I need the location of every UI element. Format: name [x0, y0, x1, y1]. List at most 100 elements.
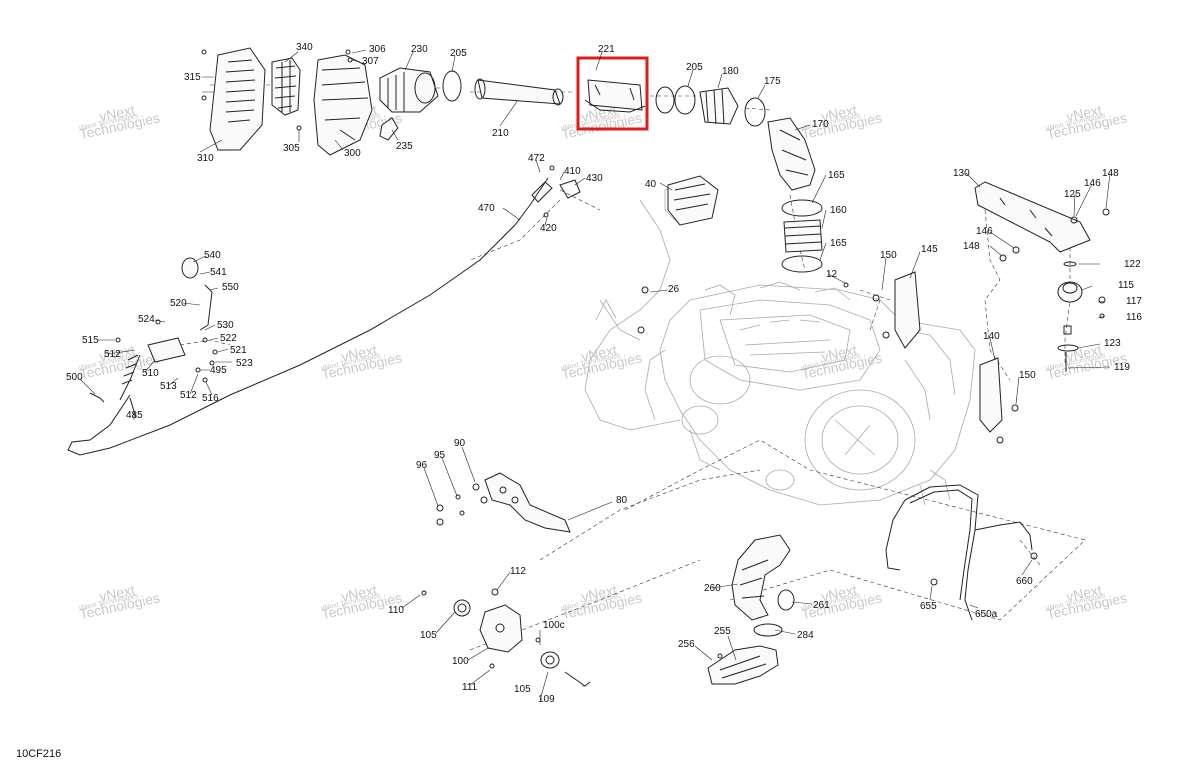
callout-label: 122 [1124, 259, 1141, 270]
callout-label: 112 [510, 566, 526, 577]
callout-label: 307 [362, 56, 379, 67]
callout-label: 100c [543, 620, 565, 631]
callout-label: 160 [830, 205, 847, 216]
svg-text:vNext: vNext [580, 582, 618, 605]
clamp-ring [781, 255, 823, 273]
callout-label: 523 [236, 358, 253, 369]
module-40 [667, 175, 719, 226]
callout-label: 300 [344, 148, 361, 159]
clamp-ring [744, 97, 766, 127]
callout-label: 123 [1104, 338, 1121, 349]
callout-label: 655 [920, 601, 937, 612]
callout-label: 256 [678, 639, 695, 650]
callout-label: 495 [210, 365, 227, 376]
callout-labels: 315 340 306 307 230 205 221 205 180 175 … [66, 42, 1142, 705]
callout-label: 255 [714, 626, 731, 637]
clamp-ring [442, 70, 462, 102]
svg-text:vNext: vNext [580, 342, 618, 365]
svg-text:vNext: vNext [340, 582, 378, 605]
svg-text:vNext: vNext [820, 582, 858, 605]
callout-label: 165 [830, 238, 847, 249]
air-box-cover [209, 47, 266, 151]
assembly-lines [179, 84, 1086, 651]
callout-label: 550 [222, 282, 239, 293]
callout-label: 125 [1064, 189, 1081, 200]
bracket [379, 117, 399, 141]
callout-label: 110 [388, 605, 404, 616]
leader-lines [79, 49, 1111, 701]
callout-label: 80 [616, 495, 628, 506]
callout-label: 130 [953, 168, 970, 179]
clamp-ring [781, 199, 823, 217]
svg-text:vNext: vNext [580, 102, 618, 125]
svg-text:vNext: vNext [1065, 582, 1103, 605]
callout-label: 105 [420, 630, 437, 641]
callout-label: 210 [492, 128, 509, 139]
callout-label: 235 [396, 141, 413, 152]
callout-label: 140 [983, 331, 1000, 342]
callout-label: 522 [220, 333, 237, 344]
callout-label: 146 [1084, 178, 1101, 189]
callout-label: 115 [1118, 280, 1134, 291]
air-intake-group [201, 47, 823, 273]
callout-label: 512 [180, 390, 197, 401]
callout-label: 117 [1126, 296, 1142, 307]
pedal-bracket [436, 472, 571, 533]
callout-label: 541 [210, 267, 227, 278]
callout-label: 175 [764, 76, 781, 87]
callout-label: 305 [283, 143, 300, 154]
callout-label: 261 [813, 600, 830, 611]
callout-label: 146 [976, 226, 993, 237]
callout-label: 95 [434, 450, 446, 461]
callout-label: 109 [538, 694, 555, 705]
svg-text:vNext: vNext [98, 342, 136, 365]
callout-label: 513 [160, 381, 177, 392]
coupler [699, 87, 739, 125]
callout-label: 165 [828, 170, 845, 181]
callout-label: 516 [202, 393, 219, 404]
callout-label: 510 [142, 368, 159, 379]
drain-hose [885, 484, 1038, 621]
callout-label: 111 [462, 682, 478, 693]
lower-duct-group [707, 534, 795, 685]
callout-label: 310 [197, 153, 214, 164]
callout-label: 205 [450, 48, 467, 59]
callout-label: 26 [668, 284, 680, 295]
callout-label: 650a [975, 609, 998, 620]
callout-label: 515 [82, 335, 99, 346]
callout-label: 40 [645, 179, 657, 190]
callout-label: 230 [411, 44, 428, 55]
callout-label: 96 [416, 460, 428, 471]
clamp-ring [674, 85, 696, 115]
callout-label: 105 [514, 684, 531, 695]
callout-label: 145 [921, 244, 938, 255]
callout-label: 521 [230, 345, 247, 356]
callout-label: 540 [204, 250, 221, 261]
callout-label: 430 [586, 173, 603, 184]
callout-label: 485 [126, 410, 143, 421]
engine-ghost [584, 179, 976, 506]
throttle-cable [67, 165, 581, 456]
callout-label: 470 [478, 203, 495, 214]
callout-label: 100 [452, 656, 469, 667]
callout-label: 315 [184, 72, 201, 83]
callout-label: 205 [686, 62, 703, 73]
callout-label: 150 [1019, 370, 1036, 381]
callout-label: 520 [170, 298, 187, 309]
intake-tube [477, 79, 561, 105]
callout-label: 306 [369, 44, 386, 55]
callout-label: 148 [963, 241, 980, 252]
callout-label: 150 [880, 250, 897, 261]
svg-text:vNext: vNext [98, 582, 136, 605]
svg-text:vNext: vNext [820, 102, 858, 125]
svg-text:vNext: vNext [820, 342, 858, 365]
callout-label: 512 [104, 349, 121, 360]
intake-boot [379, 67, 439, 113]
